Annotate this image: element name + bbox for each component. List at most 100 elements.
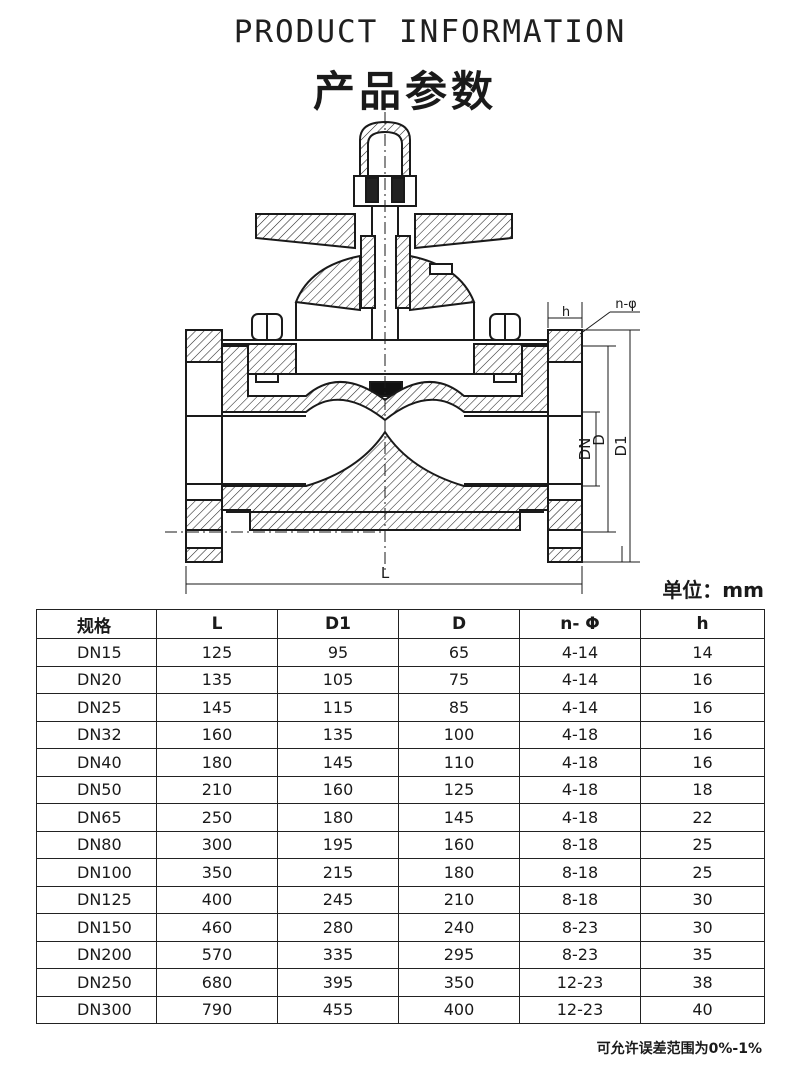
table-cell: DN50 (36, 775, 157, 804)
table-cell: 4-14 (519, 638, 641, 667)
table-cell: 180 (398, 858, 520, 887)
table-cell: 680 (156, 968, 278, 997)
table-cell: 135 (156, 665, 278, 694)
table-cell: 180 (277, 803, 399, 832)
table-cell: 75 (398, 665, 520, 694)
table-cell: 8-18 (519, 885, 641, 914)
table-cell: 25 (640, 830, 765, 859)
table-cell: 300 (156, 830, 278, 859)
table-cell: 12-23 (519, 968, 641, 997)
table-cell: 240 (398, 913, 520, 942)
table-cell: 16 (640, 665, 765, 694)
table-cell: 4-18 (519, 803, 641, 832)
table-cell: DN150 (36, 913, 157, 942)
table-cell: 4-18 (519, 720, 641, 749)
table-cell: 115 (277, 693, 399, 722)
table-cell: 180 (156, 748, 278, 777)
table-cell: 16 (640, 748, 765, 777)
table-cell: 295 (398, 940, 520, 969)
table-cell: 16 (640, 693, 765, 722)
table-cell: 145 (398, 803, 520, 832)
table-cell: DN32 (36, 720, 157, 749)
table-cell: 85 (398, 693, 520, 722)
table-cell: 25 (640, 858, 765, 887)
table-cell: 395 (277, 968, 399, 997)
table-cell: 400 (156, 885, 278, 914)
table-cell: 125 (156, 638, 278, 667)
table-cell: 4-14 (519, 693, 641, 722)
table-cell: 125 (398, 775, 520, 804)
dim-d-label: D (590, 434, 608, 446)
table-header-cell: h (640, 609, 765, 639)
table-cell: DN80 (36, 830, 157, 859)
dim-l-label: L (381, 564, 390, 582)
table-cell: 110 (398, 748, 520, 777)
dim-d1-label: D1 (612, 435, 630, 456)
table-cell: 30 (640, 913, 765, 942)
table-cell: 30 (640, 885, 765, 914)
table-cell: DN300 (36, 995, 157, 1024)
table-cell: 8-18 (519, 830, 641, 859)
table-cell: 4-14 (519, 665, 641, 694)
table-header-cell: D1 (277, 609, 399, 639)
table-cell: 35 (640, 940, 765, 969)
table-header-cell: D (398, 609, 520, 639)
table-cell: DN200 (36, 940, 157, 969)
table-cell: 350 (398, 968, 520, 997)
table-cell: 245 (277, 885, 399, 914)
tolerance-note: 可允许误差范围为0%-1% (596, 1041, 762, 1057)
unit-label: 单位：mm (662, 578, 764, 602)
table-cell: 790 (156, 995, 278, 1024)
table-cell: DN25 (36, 693, 157, 722)
table-cell: 8-18 (519, 858, 641, 887)
dim-h-label: h (562, 305, 570, 320)
table-cell: 135 (277, 720, 399, 749)
table-cell: 95 (277, 638, 399, 667)
table-header-cell: 规格 (36, 609, 157, 639)
table-cell: 14 (640, 638, 765, 667)
title-english: PRODUCT INFORMATION (233, 14, 627, 50)
table-cell: 350 (156, 858, 278, 887)
table-header-cell: L (156, 609, 278, 639)
table-cell: 38 (640, 968, 765, 997)
table-cell: DN65 (36, 803, 157, 832)
table-cell: DN40 (36, 748, 157, 777)
table-cell: 40 (640, 995, 765, 1024)
table-cell: 250 (156, 803, 278, 832)
table-cell: 16 (640, 720, 765, 749)
title-chinese: 产品参数 (312, 67, 497, 116)
table-cell: 210 (156, 775, 278, 804)
table-cell: 145 (156, 693, 278, 722)
table-cell: 100 (398, 720, 520, 749)
table-cell: 8-23 (519, 913, 641, 942)
table-cell: 195 (277, 830, 399, 859)
dim-n-phi-label: n-φ (615, 297, 637, 312)
table-cell: 280 (277, 913, 399, 942)
table-cell: 22 (640, 803, 765, 832)
table-cell: 65 (398, 638, 520, 667)
table-cell: 160 (156, 720, 278, 749)
table-cell: 160 (398, 830, 520, 859)
table-cell: 145 (277, 748, 399, 777)
table-cell: 210 (398, 885, 520, 914)
table-cell: 215 (277, 858, 399, 887)
table-cell: 455 (277, 995, 399, 1024)
valve-section-drawing: L h n-φ DN D D1 (165, 112, 640, 594)
table-cell: DN100 (36, 858, 157, 887)
table-cell: DN125 (36, 885, 157, 914)
table-cell: 18 (640, 775, 765, 804)
